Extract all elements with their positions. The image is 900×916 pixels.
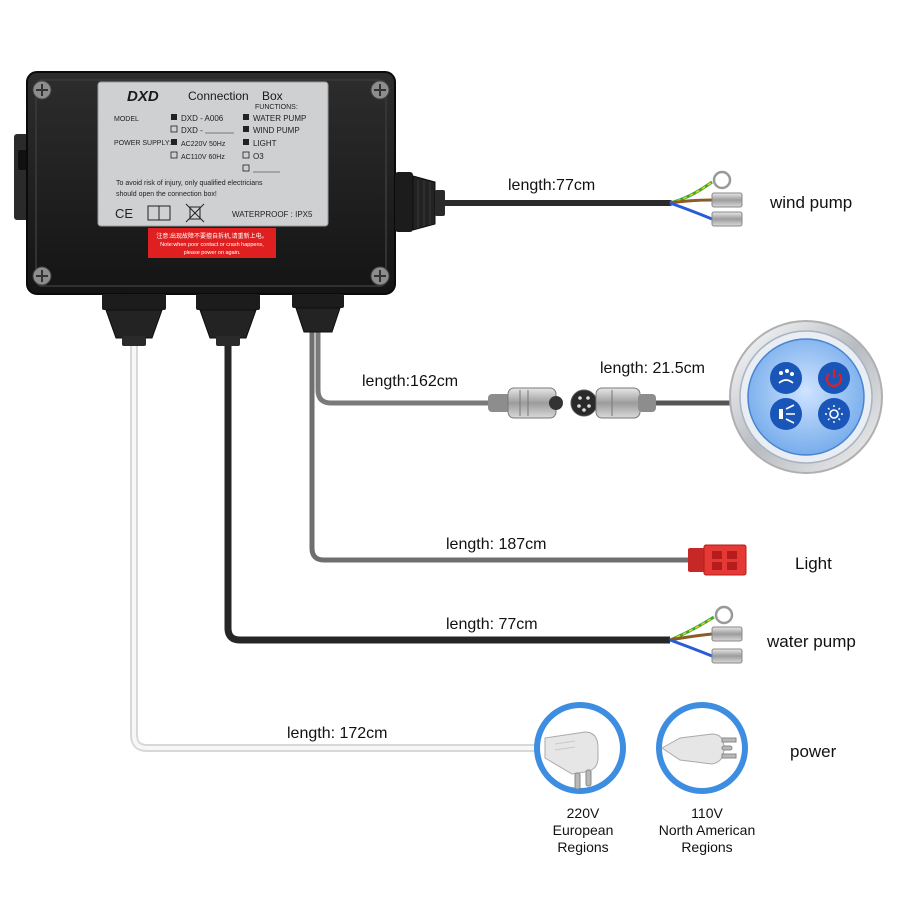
warning-line-1: To avoid risk of injury, only qualified … [116,180,263,187]
svg-text:please power on again.: please power on again. [184,250,241,256]
screw-icon [370,80,390,100]
svg-text:Note:when poor contact or cras: Note:when poor contact or crash happens, [160,242,264,248]
brand-logo: DXD [127,88,159,105]
us-plug-region-line1: North American [659,822,755,838]
functions-header: FUNCTIONS: [255,104,298,111]
light-icon [825,405,843,423]
wave-light-button[interactable] [770,398,802,430]
cable-gland-bottom-2 [196,294,260,346]
light-cable [309,330,690,563]
water-pump-cable [224,340,670,644]
water-pump-terminals [669,605,743,664]
wave-light-icon [779,404,795,424]
box-title-box: Box [262,89,283,103]
us-plug-voltage: 110V [691,805,723,821]
model-2: DXD - [181,126,203,135]
bubble-button[interactable] [770,362,802,394]
control-cable [315,330,490,406]
red-warning-label: 注意:出现故障不要擅自拆机,请重新上电。 Note:when poor cont… [148,228,276,258]
model-1: DXD - A006 [181,114,224,123]
eu-plug-region-line2: Regions [557,839,608,855]
control-connector-female [488,387,563,419]
control-length-label: length:162cm [362,373,458,390]
cables [130,200,735,752]
label-plate: DXD Connection Box FUNCTIONS: MODEL DXD … [97,81,329,227]
power-supply-label: POWER SUPPLY: [114,140,171,147]
eu-plug-region-line1: European [553,822,614,838]
water-pump-label: water pump [766,632,856,651]
light-length-label: length: 187cm [446,536,547,553]
cable-gland-right [395,172,445,232]
screw-icon [32,80,52,100]
power-icon [825,369,843,387]
power-label: power [790,742,837,761]
us-plug-region-line2: Regions [681,839,732,855]
wind-pump-terminals [669,170,743,227]
labels: length:77cm wind pump length:162cm lengt… [287,177,856,855]
ce-mark-icon: CE [115,206,133,221]
control-panel [729,320,883,474]
warning-line-2: should open the connection box! [116,191,217,198]
power-button[interactable] [818,362,850,394]
control-connector-male [570,387,656,419]
waterproof-rating: WATERPROOF : IPX5 [232,210,313,219]
power-2: AC110V 60Hz [181,154,225,161]
connection-box: DXD Connection Box FUNCTIONS: MODEL DXD … [14,71,445,346]
light-connector [688,544,747,576]
box-title-connection: Connection [188,89,249,103]
function-wind-pump: WIND PUMP [253,126,300,135]
power-1: AC220V 50Hz [181,141,226,148]
function-water-pump: WATER PUMP [253,114,306,123]
cable-gland-bottom-1 [102,294,166,346]
svg-text:注意:出现故障不要擅自拆机,请重新上电。: 注意:出现故障不要擅自拆机,请重新上电。 [156,232,267,240]
cable-gland-bottom-3 [292,294,344,333]
model-label: MODEL [114,116,139,123]
screw-icon [32,266,52,286]
manual-icon [147,205,171,221]
function-light: LIGHT [253,139,277,148]
eu-plug [534,702,626,794]
bubble-icon [778,369,794,384]
eu-plug-voltage: 220V [567,805,600,821]
wind-pump-label: wind pump [769,193,852,212]
water-pump-length-label: length: 77cm [446,616,538,633]
screw-icon [370,266,390,286]
function-o3: O3 [253,152,264,161]
wind-pump-length-label: length:77cm [508,177,595,194]
control-panel-length-label: length: 21.5cm [600,360,705,377]
weee-bin-icon [185,203,205,223]
light-button[interactable] [818,398,850,430]
light-label: Light [795,554,832,573]
us-plug [656,702,748,794]
power-length-label: length: 172cm [287,725,388,742]
